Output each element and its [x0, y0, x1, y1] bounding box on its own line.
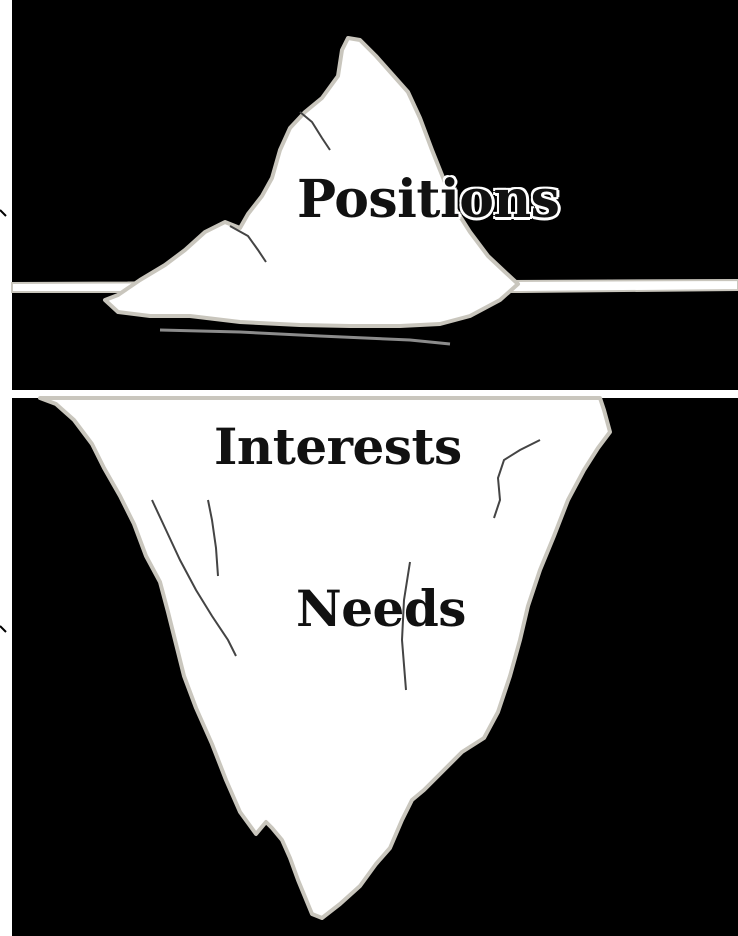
- body-crease-3: [400, 561, 411, 691]
- body-crease-1: [151, 499, 237, 657]
- tip-reflection: [159, 328, 451, 346]
- body-crease-2: [207, 499, 219, 577]
- left-edge-mark-2: [0, 625, 7, 633]
- label-interests: Interests: [214, 417, 462, 476]
- label-needs: Needs: [296, 579, 466, 638]
- label-positions: Positions: [297, 169, 560, 230]
- tip-crease-2: [229, 225, 267, 263]
- tip-crease-1: [299, 111, 331, 151]
- iceberg-tip: [103, 36, 520, 328]
- body-crease-4: [493, 439, 541, 519]
- iceberg-body: [38, 396, 612, 920]
- left-edge-mark-1: [0, 209, 7, 217]
